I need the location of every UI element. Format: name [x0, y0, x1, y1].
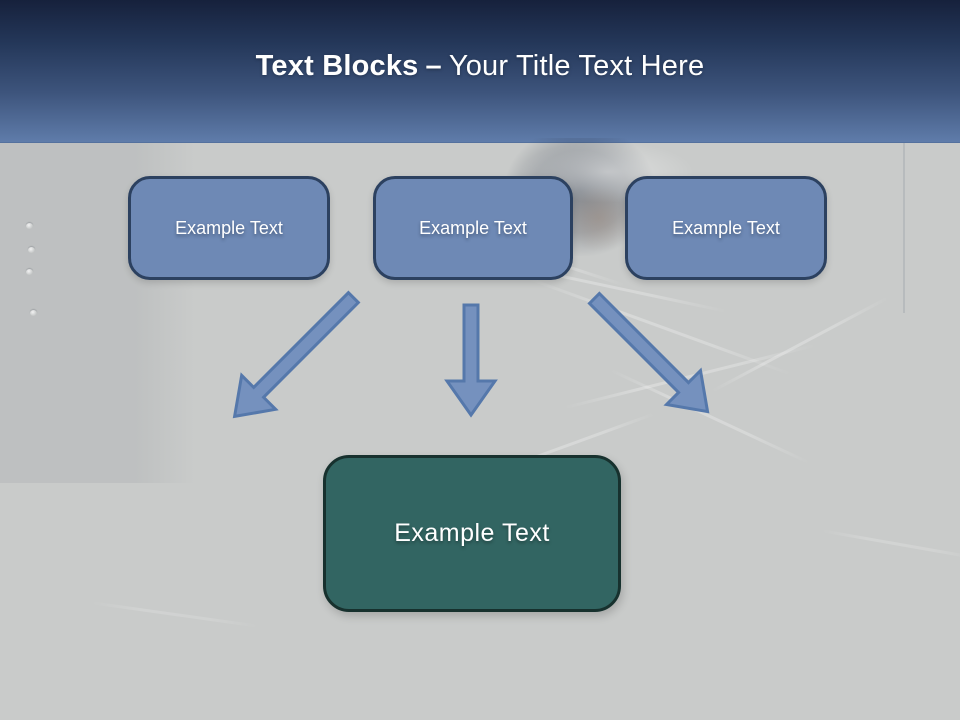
- slide-header: Text Blocks–Your Title Text Here: [0, 0, 960, 143]
- text-block-1-label: Example Text: [175, 217, 283, 238]
- title-regular-text: Your Title Text Here: [448, 50, 705, 82]
- background-streak: [820, 529, 960, 560]
- text-block-3-label: Example Text: [672, 217, 780, 238]
- background-photo-edge: [903, 143, 905, 313]
- text-block-3: Example Text: [625, 176, 827, 280]
- background-dot: [26, 223, 33, 229]
- arrow-down-right-icon: [213, 276, 374, 437]
- text-block-2-label: Example Text: [419, 217, 527, 238]
- background-streak: [90, 601, 260, 628]
- slide-title: Text Blocks–Your Title Text Here: [0, 0, 960, 83]
- slide-body: Example Text Example Text Example Text E…: [0, 138, 960, 720]
- arrow-down-icon: [443, 303, 499, 418]
- text-block-1: Example Text: [128, 176, 330, 280]
- result-text-block: Example Text: [323, 455, 621, 612]
- background-dot: [30, 310, 37, 316]
- title-bold-text: Text Blocks: [255, 50, 419, 82]
- result-text-block-label: Example Text: [394, 519, 550, 547]
- background-dot: [28, 247, 35, 253]
- background-dot: [26, 269, 33, 275]
- text-block-2: Example Text: [373, 176, 573, 280]
- arrow-down-left-icon: [573, 277, 729, 433]
- background-streak: [711, 296, 889, 393]
- title-separator: –: [425, 50, 442, 82]
